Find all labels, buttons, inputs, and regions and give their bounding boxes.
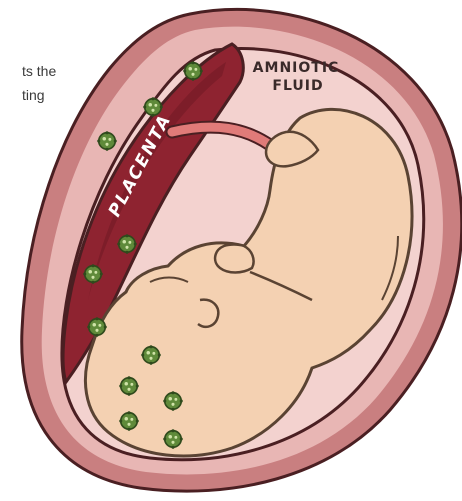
amniotic-fluid-label-line-2: FLUID (272, 78, 323, 94)
fetus-hand (215, 245, 254, 273)
amniotic-fluid-label-line-1: AMNIOTIC (253, 60, 340, 76)
